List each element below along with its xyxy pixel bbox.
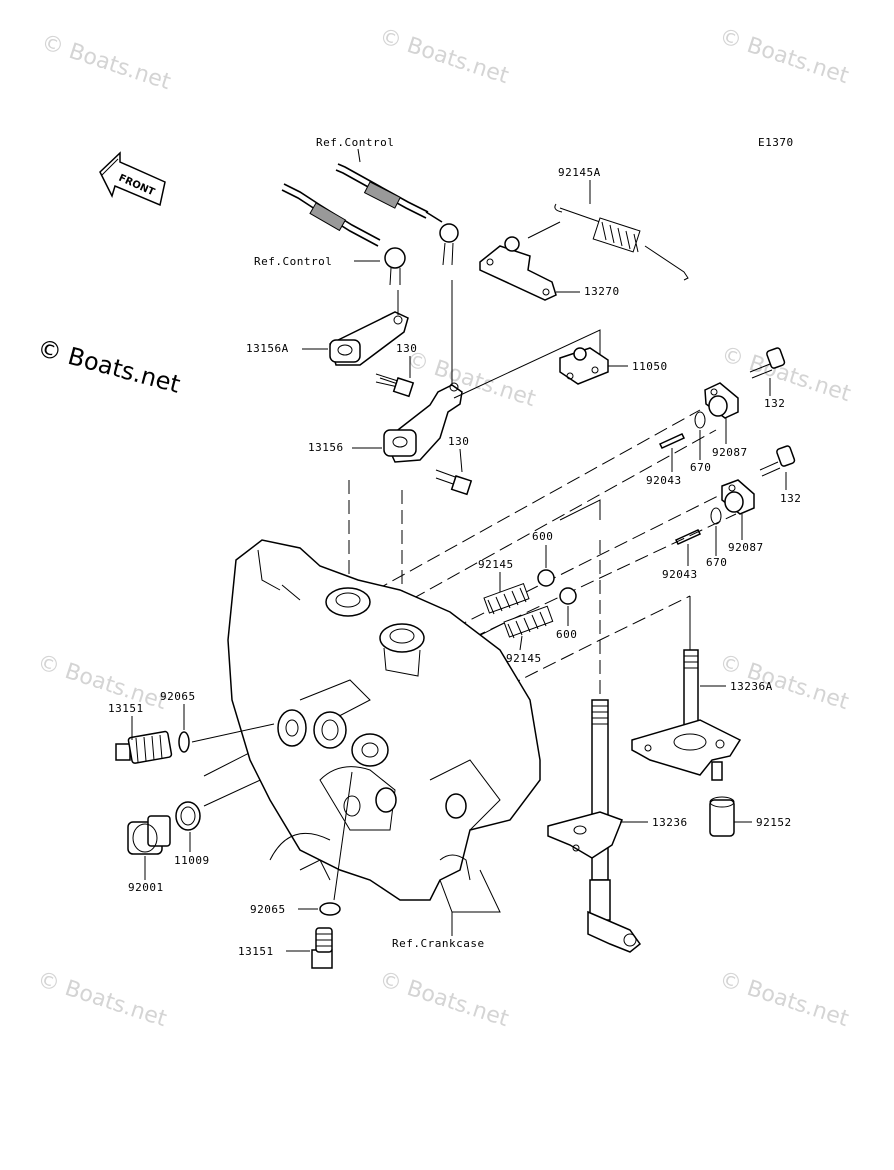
shift-shaft-13236 [547,699,642,953]
watermark: © Boats.net [376,967,512,1032]
part-600-upper-label: 600 [532,530,553,543]
leader [191,723,275,743]
ball-600-upper [537,569,555,587]
part-92065-lower-label: 92065 [250,903,286,916]
control-cable-upper [335,163,459,266]
part-13151-lower-label: 13151 [238,945,274,958]
plug-92001 [127,815,171,855]
part-13151-upper-label: 13151 [108,702,144,715]
part-13156a-label: 13156A [246,342,289,355]
boats-net-watermark: © Boats.net [34,334,183,399]
lever-13156 [383,382,463,463]
shift-shaft-13236a [631,649,742,781]
pin-92043-upper [658,433,686,449]
collar-92087-lower [721,479,755,515]
ball-600-lower [559,587,577,605]
part-11009-label: 11009 [174,854,210,867]
part-13236a-label: 13236A [730,680,773,693]
part-132-upper-label: 132 [764,397,785,410]
ref-crankcase-label: Ref.Crankcase [392,937,485,950]
watermark: © Boats.net [403,347,539,412]
washer-92065-upper [178,731,190,753]
leader [439,869,501,936]
part-92145-upper-label: 92145 [478,558,514,571]
part-92065-upper-label: 92065 [160,690,196,703]
watermark: © Boats.net [34,967,170,1032]
watermark: © Boats.net [38,30,174,95]
part-132-lower-label: 132 [780,492,801,505]
part-92001-label: 92001 [128,881,164,894]
ref-control-top-label: Ref.Control [316,136,394,149]
leader [519,635,523,651]
bolt-130-lower [435,469,473,496]
washer-11009 [175,801,201,831]
part-92087-upper-label: 92087 [712,446,748,459]
watermark: © Boats.net [34,650,170,715]
part-11050-label: 11050 [632,360,668,373]
watermark: © Boats.net [716,24,852,89]
part-92145-lower-label: 92145 [506,652,542,665]
bolt-130-upper [375,373,415,398]
bolt-132-upper [749,347,786,379]
collar-92152 [709,796,735,837]
part-130-upper-label: 130 [396,342,417,355]
watermark: © Boats.net [376,24,512,89]
leader [459,448,463,473]
part-670-upper-label: 670 [690,461,711,474]
washer-11009-inner [180,806,196,826]
oring-670-upper [694,411,706,429]
bracket-13270 [479,221,561,301]
washer-92065-lower [319,902,341,916]
part-92145a-label: 92145A [558,166,601,179]
bolt-13151-upper [115,730,173,764]
diagram-code: E1370 [758,136,794,149]
spring-92145a [554,203,689,281]
collar-92087-upper [704,382,739,419]
leader [333,771,353,901]
spring-92145-upper [483,582,530,615]
part-92152-label: 92152 [756,816,792,829]
part-600-lower-label: 600 [556,628,577,641]
bracket-11050 [559,347,609,385]
part-92043-upper-label: 92043 [646,474,682,487]
crankcase [227,539,541,901]
ref-control-left-label: Ref.Control [254,255,332,268]
part-13270-label: 13270 [584,285,620,298]
bolt-132-lower [759,445,796,477]
part-670-lower-label: 670 [706,556,727,569]
part-13156-label: 13156 [308,441,344,454]
watermark: © Boats.net [716,967,852,1032]
part-92087-lower-label: 92087 [728,541,764,554]
oring-670-lower [710,507,722,525]
control-cable-lower [281,183,406,286]
part-13236-label: 13236 [652,816,688,829]
bolt-13151-lower [311,927,333,969]
front-arrow-icon: FRONT [99,151,166,207]
part-92043-lower-label: 92043 [662,568,698,581]
spring-92145-lower [503,605,554,639]
leader [357,148,361,163]
part-130-lower-label: 130 [448,435,469,448]
lever-13156a [329,311,409,366]
